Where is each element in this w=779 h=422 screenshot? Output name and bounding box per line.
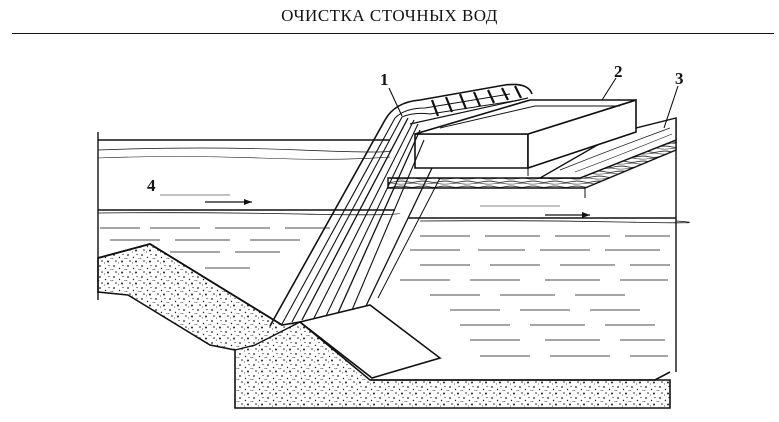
channel-walls [97,118,677,372]
header-rule [12,33,774,34]
channel-bed [97,243,671,409]
page-header-title: ОЧИСТКА СТОЧНЫХ ВОД [281,6,498,25]
callout-4: 4 [147,176,156,195]
callout-2: 2 [614,62,623,81]
collecting-trough [414,98,637,176]
callout-3: 3 [675,69,684,88]
flow-arrow-downstream [545,212,590,218]
flow-arrow-upstream [205,199,252,205]
sill-wedge [234,304,442,379]
callout-1: 1 [380,70,389,89]
bar-screen [269,83,533,327]
callout-leaders [388,77,679,129]
